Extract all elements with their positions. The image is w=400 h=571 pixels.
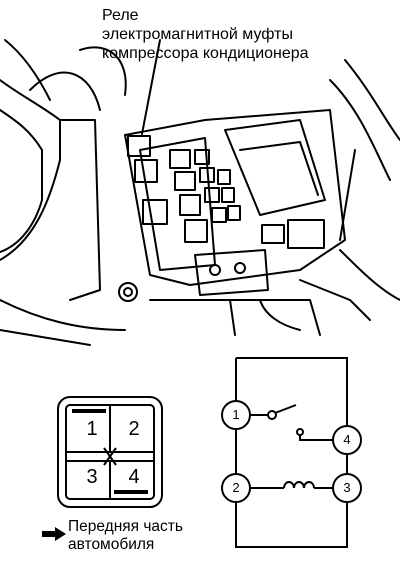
connector-pin-4: 4 xyxy=(128,466,140,488)
connector-pin-3: 3 xyxy=(86,466,98,488)
front-note-line-2: автомобиля xyxy=(68,536,155,553)
front-of-vehicle-note: Передняя часть автомобиля xyxy=(68,518,183,554)
terminal-2-label: 2 xyxy=(232,480,240,495)
connector-pin-1: 1 xyxy=(86,418,98,440)
caption-line-3: компрессора кондиционера xyxy=(102,45,309,62)
caption-line-2: электромагнитной муфты xyxy=(102,26,293,43)
caption-line-1: Реле xyxy=(102,7,139,24)
arrow-right-icon xyxy=(42,527,66,541)
front-note-line-1: Передняя часть xyxy=(68,518,183,535)
relay-caption: Реле электромагнитной муфты компрессора … xyxy=(102,6,392,63)
connector-pin-2: 2 xyxy=(128,418,140,440)
terminal-1-label: 1 xyxy=(232,407,240,422)
terminal-3-label: 3 xyxy=(343,480,351,495)
terminal-4-label: 4 xyxy=(343,432,351,447)
